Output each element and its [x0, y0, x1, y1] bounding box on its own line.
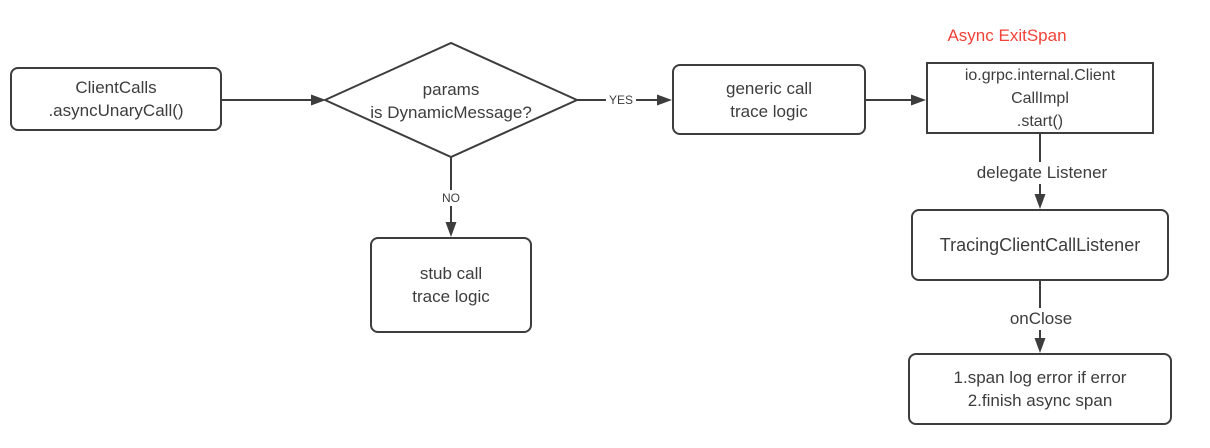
node-onclose-actions-line1: 1.span log error if error — [953, 368, 1127, 387]
node-client-call-impl-line2: CallImpl — [1011, 89, 1069, 107]
node-tracing-listener: TracingClientCallListener — [911, 209, 1169, 281]
async-exitspan-annotation: Async ExitSpan — [947, 26, 1067, 45]
node-decision-line2: is DynamicMessage? — [370, 103, 532, 122]
node-generic-call-line1: generic call — [726, 78, 812, 98]
node-tracing-listener-line1: TracingClientCallListener — [939, 234, 1141, 255]
node-generic-call-line2: trace logic — [730, 101, 808, 121]
node-stub-call: stub call trace logic — [370, 237, 532, 333]
edge-label-onclose: onClose — [1005, 308, 1077, 330]
node-client-calls-line1: ClientCalls — [75, 78, 157, 97]
node-onclose-actions-line2: 2.finish async span — [967, 391, 1113, 410]
arrow-genericcall-to-clientcallimpl — [866, 94, 926, 106]
node-onclose-actions: 1.span log error if error 2.finish async… — [908, 353, 1172, 425]
node-decision: params is DynamicMessage? — [370, 78, 532, 124]
edge-label-no: NO — [439, 190, 463, 206]
node-client-calls: ClientCalls .asyncUnaryCall() — [10, 67, 222, 131]
node-stub-call-line2: trace logic — [412, 287, 490, 306]
node-client-call-impl-line1: io.grpc.internal.Client — [964, 66, 1116, 84]
node-client-call-impl: io.grpc.internal.Client CallImpl .start(… — [926, 62, 1154, 134]
node-stub-call-line1: stub call — [419, 264, 483, 283]
edge-label-delegate-listener: delegate Listener — [972, 162, 1112, 184]
arrow-clientcalls-to-decision — [222, 94, 326, 106]
node-generic-call: generic call trace logic — [672, 64, 866, 135]
node-client-call-impl-line3: .start() — [1016, 112, 1064, 130]
node-decision-line1: params — [422, 80, 480, 99]
node-client-calls-line2: .asyncUnaryCall() — [48, 101, 184, 120]
edge-label-yes: YES — [605, 92, 637, 108]
